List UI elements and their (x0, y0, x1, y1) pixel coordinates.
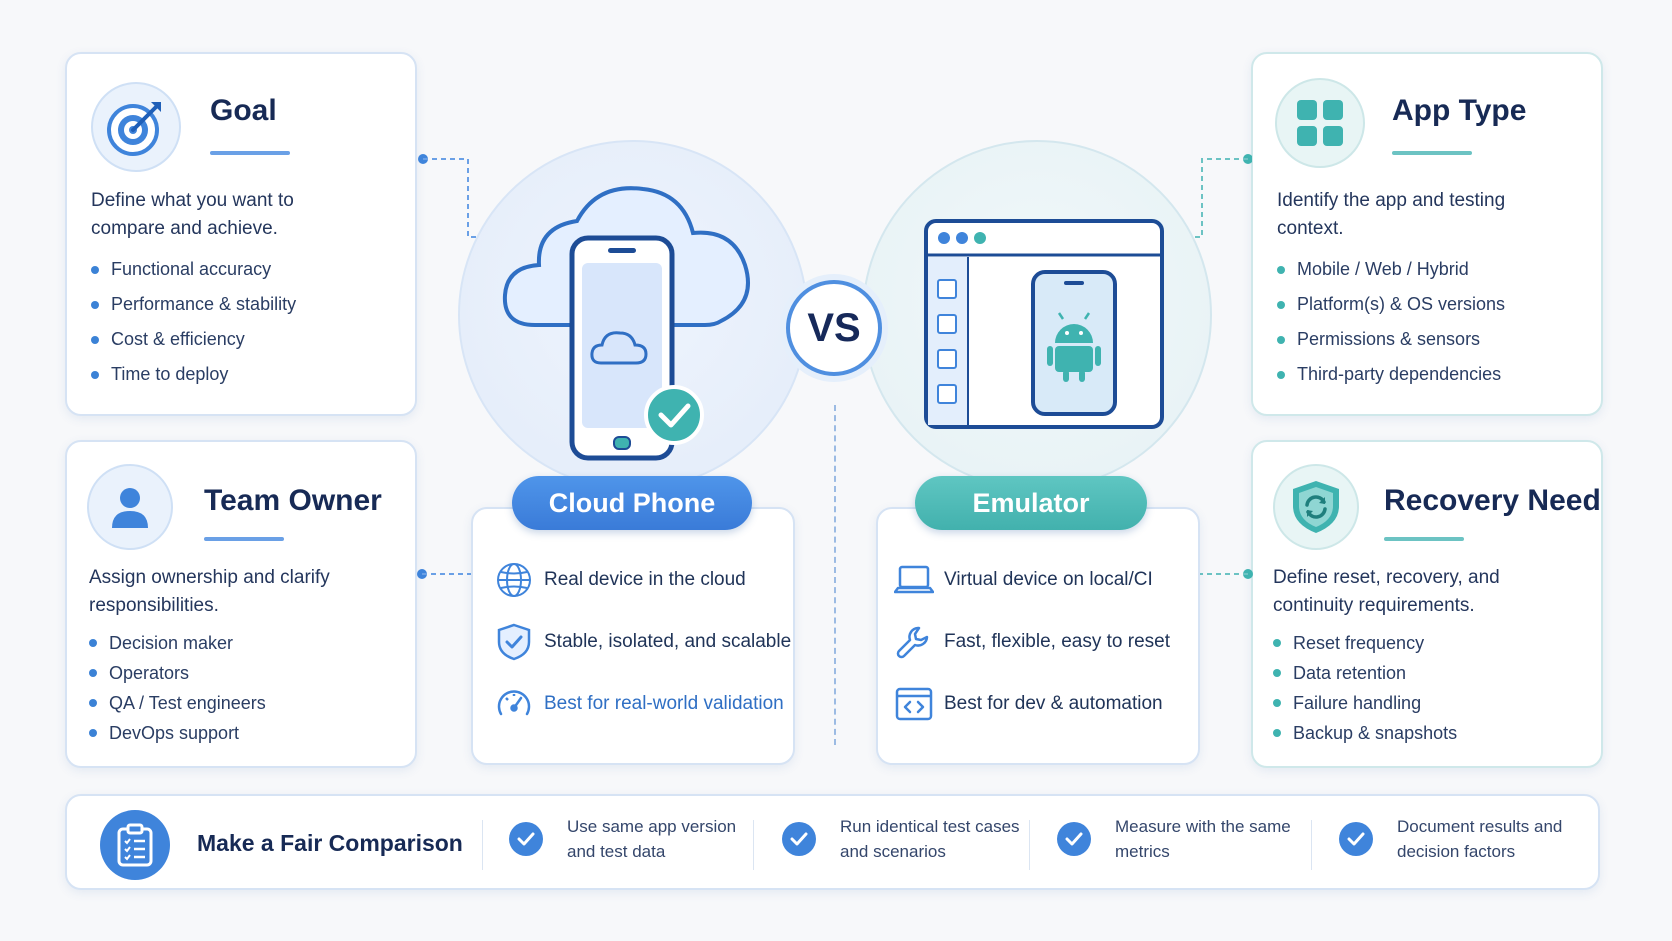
wrench-icon (894, 622, 934, 662)
code-window-icon (894, 684, 934, 724)
divider (1311, 820, 1312, 870)
goal-title-underline (210, 151, 290, 155)
cloud-feature-real-device: Real device in the cloud (494, 560, 746, 600)
check-circle-icon (1339, 822, 1373, 856)
app-type-connector (1192, 154, 1252, 238)
divider (753, 820, 754, 870)
globe-icon (494, 560, 534, 600)
list-item: QA / Test engineers (89, 688, 266, 718)
list-item: Functional accuracy (91, 252, 296, 287)
user-icon (87, 464, 173, 550)
vs-badge: VS (786, 280, 882, 376)
comparison-item: Use same app version and test data (509, 814, 767, 864)
clipboard-icon (100, 810, 170, 880)
team-owner-card: Team Owner Assign ownership and clarify … (65, 440, 417, 768)
list-item: Time to deploy (91, 357, 296, 392)
cloud-feature-real-world: Best for real-world validation (494, 684, 784, 724)
recovery-need-title-underline (1384, 537, 1464, 541)
app-type-title: App Type (1392, 94, 1527, 127)
list-item: Mobile / Web / Hybrid (1277, 252, 1505, 287)
team-owner-connector (417, 569, 472, 579)
list-item: Reset frequency (1273, 628, 1457, 658)
check-circle-icon (1057, 822, 1091, 856)
check-circle-icon (509, 822, 543, 856)
app-type-title-underline (1392, 151, 1472, 155)
fair-comparison-bar: Make a Fair Comparison Use same app vers… (65, 794, 1600, 890)
cloud-phone-label: Cloud Phone (512, 476, 752, 530)
app-type-list: Mobile / Web / Hybrid Platform(s) & OS v… (1277, 252, 1505, 392)
cloud-feature-stable: Stable, isolated, and scalable (494, 622, 791, 662)
fair-comparison-title: Make a Fair Comparison (197, 830, 463, 856)
emulator-feature-fast: Fast, flexible, easy to reset (894, 622, 1170, 662)
speedometer-icon (494, 684, 534, 724)
list-item: Platform(s) & OS versions (1277, 287, 1505, 322)
laptop-icon (894, 560, 934, 600)
emulator-feature-dev: Best for dev & automation (894, 684, 1163, 724)
goal-list: Functional accuracy Performance & stabil… (91, 252, 296, 392)
list-item: Data retention (1273, 658, 1457, 688)
comparison-item: Document results and decision factors (1339, 814, 1577, 864)
list-item: Failure handling (1273, 688, 1457, 718)
goal-description: Define what you want to compare and achi… (91, 190, 294, 239)
team-owner-title: Team Owner (204, 484, 382, 517)
emulator-feature-virtual-device: Virtual device on local/CI (894, 560, 1153, 600)
list-item: Third-party dependencies (1277, 357, 1505, 392)
app-grid-icon (1275, 78, 1365, 168)
emulator-feature-card (876, 507, 1200, 765)
goal-card: Goal Define what you want to compare and… (65, 52, 417, 416)
check-circle-icon (782, 822, 816, 856)
shield-check-icon (494, 622, 534, 662)
emulator-illustration (924, 219, 1164, 429)
list-item: Backup & snapshots (1273, 718, 1457, 748)
divider (482, 820, 483, 870)
list-item: DevOps support (89, 718, 266, 748)
target-icon (91, 82, 181, 172)
list-item: Permissions & sensors (1277, 322, 1505, 357)
recovery-need-card: Recovery Need Define reset, recovery, an… (1251, 440, 1603, 768)
vs-divider (834, 405, 836, 745)
team-owner-title-underline (204, 537, 284, 541)
list-item: Performance & stability (91, 287, 296, 322)
goal-connector (418, 154, 476, 238)
shield-refresh-icon (1273, 464, 1359, 550)
list-item: Operators (89, 658, 266, 688)
app-type-description: Identify the app and testing context. (1277, 190, 1506, 239)
emulator-label: Emulator (915, 476, 1147, 530)
divider (1029, 820, 1030, 870)
list-item: Cost & efficiency (91, 322, 296, 357)
recovery-need-description: Define reset, recovery, and continuity r… (1273, 567, 1500, 616)
goal-title: Goal (210, 94, 277, 127)
team-owner-description: Assign ownership and clarify responsibil… (89, 567, 330, 616)
list-item: Decision maker (89, 628, 266, 658)
recovery-need-title: Recovery Need (1384, 484, 1601, 517)
team-owner-list: Decision maker Operators QA / Test engin… (89, 628, 266, 748)
cloud-phone-illustration (502, 186, 750, 461)
app-type-card: App Type Identify the app and testing co… (1251, 52, 1603, 416)
comparison-item: Run identical test cases and scenarios (782, 814, 1020, 864)
comparison-item: Measure with the same metrics (1057, 814, 1300, 864)
recovery-need-list: Reset frequency Data retention Failure h… (1273, 628, 1457, 748)
recovery-need-connector (1198, 569, 1253, 579)
